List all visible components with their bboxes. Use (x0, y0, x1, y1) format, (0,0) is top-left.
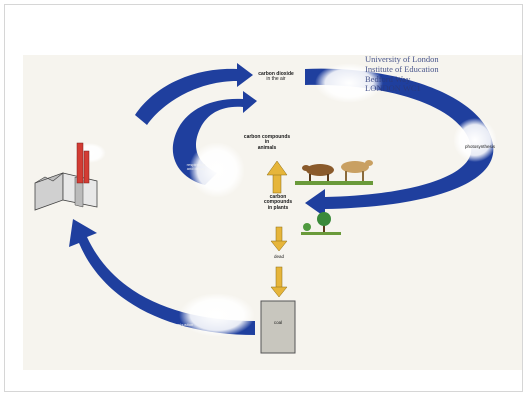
stamp-line-1: University of London (365, 54, 439, 64)
grass-strip (295, 181, 373, 185)
plants-to-dead-arrow (270, 226, 288, 252)
coal-box (260, 300, 296, 354)
stamp-line-4: LONDON WC1 (365, 83, 421, 94)
cloud-right (453, 118, 497, 162)
carbon-plants-label: carbon compounds in plants (263, 194, 293, 211)
combustion-to-air-arrow (135, 63, 253, 125)
dead-label: dead (273, 254, 284, 259)
factory-icon (34, 142, 98, 211)
cow-icon-2 (341, 160, 373, 181)
coal-label: coal (273, 320, 283, 325)
carbon-animals-label: carbon compounds in animals (243, 134, 291, 151)
stamp-line-2: Institute of Education (365, 63, 439, 74)
cloud-bottom (179, 293, 255, 337)
photosynthesis-label: photosynthesis (464, 144, 496, 149)
carbon-cycle-diagram (34, 63, 497, 354)
cloud-top (315, 63, 383, 103)
photosynthesis-arrow (305, 68, 494, 217)
diagram-frame: carbon dioxide in the air carbon compoun… (4, 4, 523, 392)
combustion-label: combustion (172, 322, 194, 327)
stamp-line-3: Bedford Way (365, 73, 411, 84)
respiration-label: respiration and decay (186, 162, 206, 172)
library-stamp: University of London Institute of Educat… (365, 54, 522, 111)
co2-air-sub-label: in the air (266, 76, 286, 83)
co2-air-label: carbon dioxide (258, 71, 294, 77)
cloud-left (189, 142, 245, 198)
plants-to-animals-arrow (266, 160, 288, 194)
dead-to-coal-arrow (270, 266, 288, 298)
tree-icon (301, 212, 341, 235)
cow-icon (302, 164, 334, 183)
